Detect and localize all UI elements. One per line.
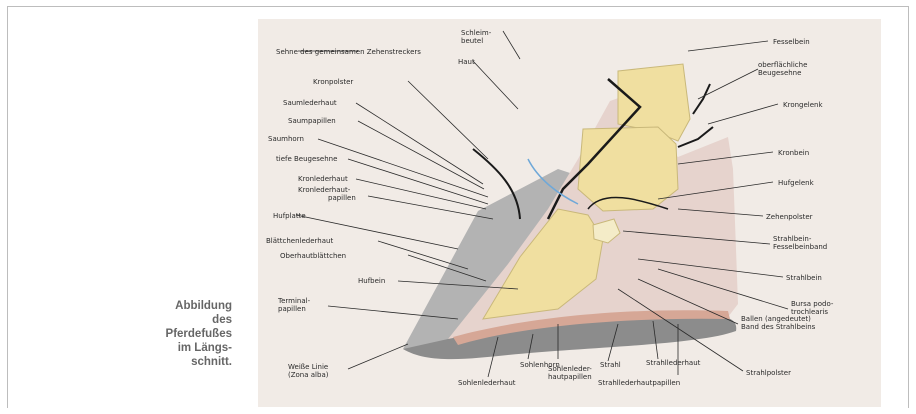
label-strahlbein: Strahlbein	[786, 274, 822, 282]
label-weisse-linie: Weiße Linie (Zona alba)	[288, 363, 330, 379]
label-strahlbein-band-2: Fesselbeinband	[773, 243, 827, 251]
label-strahlbein-band: Strahlbein- Fesselbeinband	[773, 235, 827, 251]
label-weisse-linie-2: (Zona alba)	[288, 371, 329, 379]
label-strahllederhautpapillen: Strahllederhautpapillen	[598, 379, 680, 387]
label-hufgelenk: Hufgelenk	[778, 179, 815, 187]
label-sohlenlederhautpapillen-2: hautpapillen	[548, 373, 592, 381]
label-sohlenlederhautpapillen: Sohlenleder- hautpapillen	[548, 365, 594, 381]
label-sohlenlederhautpapillen-1: Sohlenleder-	[548, 365, 592, 373]
caption-line-5: schnitt.	[138, 355, 232, 369]
label-beugesehne-1: oberflächliche	[758, 61, 807, 69]
label-terminalpapillen-2: papillen	[278, 305, 306, 313]
label-strahllederhaut: Strahllederhaut	[646, 359, 701, 367]
label-terminalpapillen-1: Terminal-	[277, 297, 311, 305]
label-terminalpapillen: Terminal- papillen	[277, 297, 312, 313]
label-kronpolster: Kronpolster	[313, 78, 353, 86]
hoof-diagram: Sehne des gemeinsamen Zehenstreckers Sch…	[258, 19, 881, 407]
label-schleimbeutel-2: beutel	[461, 37, 483, 45]
label-ballen-1: Ballen (angedeutet)	[741, 315, 811, 323]
label-saumlederhaut: Saumlederhaut	[283, 99, 337, 107]
label-tiefe-beugesehne: tiefe Beugesehne	[276, 155, 337, 163]
label-kronlederhaut: Kronlederhaut	[298, 175, 348, 183]
tendon-line-3	[693, 84, 710, 114]
label-sohlenlederhaut: Sohlenlederhaut	[458, 379, 516, 387]
label-schleimbeutel-1: Schleim-	[461, 29, 492, 37]
figure-caption: Abbildung des Pferdefußes im Längs- schn…	[138, 299, 232, 369]
label-ballen-2: Band des Strahlbeins	[741, 323, 816, 331]
label-kronlederhautpapillen: Kronlederhaut- papillen	[298, 186, 356, 202]
label-oberhautblaettchen: Oberhautblättchen	[280, 252, 346, 260]
label-krongelenk: Krongelenk	[783, 101, 823, 109]
label-fesselbein: Fesselbein	[773, 38, 810, 46]
label-blaettchenlederhaut: Blättchenlederhaut	[266, 237, 333, 245]
caption-line-3: Pferdefußes	[138, 327, 232, 341]
label-beugesehne: oberflächliche Beugesehne	[758, 61, 810, 77]
label-beugesehne-2: Beugesehne	[758, 69, 801, 77]
label-weisse-linie-1: Weiße Linie	[288, 363, 328, 371]
label-schleimbeutel: Schleim- beutel	[461, 29, 494, 45]
label-haut: Haut	[458, 58, 475, 66]
hoof-diagram-svg: Sehne des gemeinsamen Zehenstreckers Sch…	[258, 19, 881, 407]
label-kronbein: Kronbein	[778, 149, 809, 157]
label-hufbein: Hufbein	[358, 277, 385, 285]
label-strahlbein-band-1: Strahlbein-	[773, 235, 812, 243]
label-strahl: Strahl	[600, 361, 621, 369]
label-hufplatte: Hufplatte	[273, 212, 306, 220]
caption-line-2: des	[138, 313, 232, 327]
caption-line-4: im Längs-	[138, 341, 232, 355]
caption-line-1: Abbildung	[138, 299, 232, 313]
label-zehenpolster: Zehenpolster	[766, 213, 813, 221]
label-kronlederhautpapillen-2: papillen	[328, 194, 356, 202]
label-strahlpolster: Strahlpolster	[746, 369, 791, 377]
label-kronlederhautpapillen-1: Kronlederhaut-	[298, 186, 351, 194]
label-bursa: Bursa podo- trochlearis	[791, 300, 836, 316]
label-saumpapillen: Saumpapillen	[288, 117, 336, 125]
label-saumhorn: Saumhorn	[268, 135, 304, 143]
label-bursa-1: Bursa podo-	[791, 300, 834, 308]
label-sehne: Sehne des gemeinsamen Zehenstreckers	[276, 48, 421, 56]
label-ballen: Ballen (angedeutet) Band des Strahlbeins	[741, 315, 816, 331]
